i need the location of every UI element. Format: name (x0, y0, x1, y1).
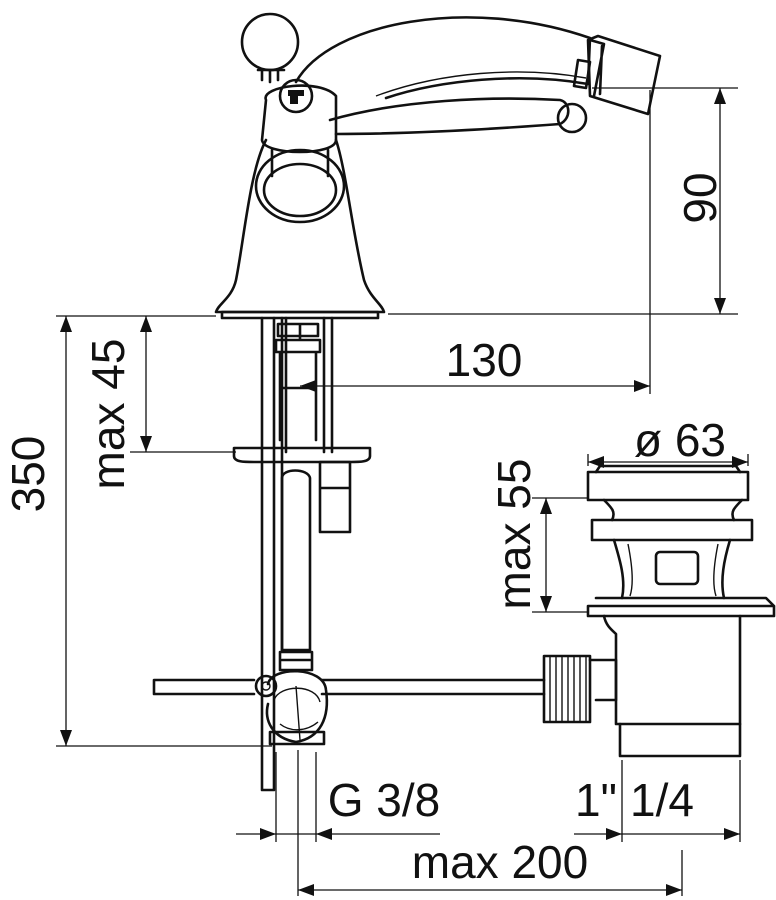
pop-up-rod-left (152, 678, 256, 696)
pop-up-waste (542, 464, 776, 758)
flexible-hose (280, 469, 312, 652)
spout-knob (556, 102, 588, 134)
waste-flange (586, 470, 750, 502)
waste-washer (590, 518, 754, 542)
waste-nut (586, 596, 776, 618)
lock-icon (288, 90, 304, 104)
knurled-nut (542, 654, 592, 724)
label-spout-reach: 130 (446, 334, 523, 386)
left-rod (260, 316, 276, 792)
label-max-deck-thickness: max 45 (82, 339, 134, 490)
label-waste-thread-a: 1" (575, 774, 617, 826)
pop-up-rod-right (320, 678, 546, 696)
label-spout-height: 90 (674, 172, 726, 223)
label-waste-thread-b: 1/4 (630, 774, 694, 826)
spout-aerator (586, 34, 662, 116)
pivot-clip (254, 674, 278, 698)
label-waste-diameter: ø 63 (634, 414, 726, 466)
mixer-body (214, 12, 662, 320)
lever-stem (260, 68, 280, 84)
under-deck-assembly (152, 316, 546, 792)
base-plate (220, 310, 380, 320)
waste-tailpiece (618, 722, 742, 758)
label-pop-up-rod-reach: max 200 (412, 836, 588, 888)
label-overall-height: 350 (2, 436, 54, 513)
label-supply-connection: G 3/8 (328, 774, 441, 826)
dimension-lines (56, 87, 749, 896)
fixing-nut (318, 460, 352, 534)
right-rod (322, 316, 334, 454)
lever-ball (240, 12, 300, 72)
label-waste-max-thickness: max 55 (488, 459, 540, 610)
mixer-stem (214, 138, 386, 314)
waste-window (654, 550, 700, 586)
fixing-plate (232, 446, 372, 464)
rod-connector (588, 658, 618, 702)
threaded-stud (274, 322, 322, 442)
spout-lower (328, 97, 570, 136)
body-ring (254, 148, 346, 224)
waste-body (612, 538, 732, 600)
supply-nut (265, 669, 329, 744)
spout (294, 16, 592, 100)
